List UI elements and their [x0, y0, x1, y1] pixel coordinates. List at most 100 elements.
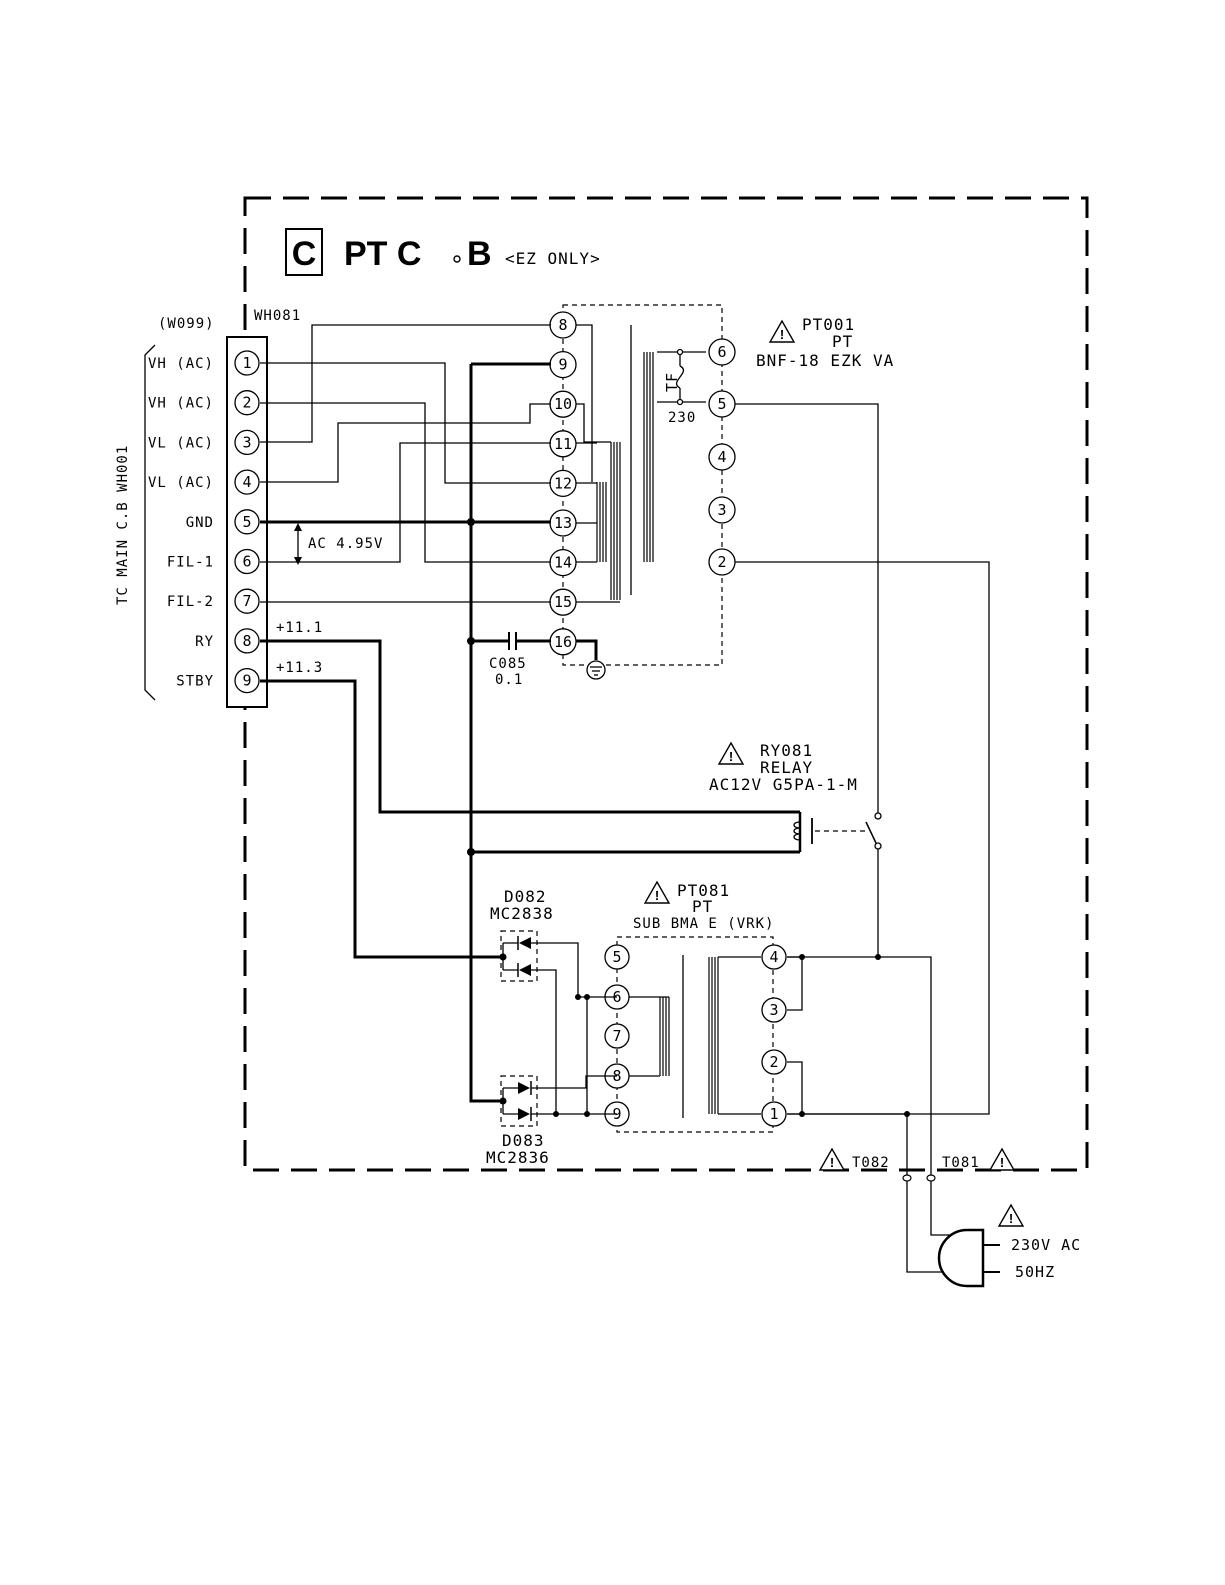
- title-letter-box: [285, 228, 323, 276]
- pt081-primary-winding: [708, 957, 719, 1114]
- pt001-primary-winding: [643, 352, 654, 562]
- pt081-right-pin: 2: [761, 1049, 787, 1075]
- pt081-right-pin: 3: [761, 997, 787, 1023]
- pt001-type: PT: [832, 332, 853, 351]
- pt001-secondary-pin: 9: [549, 350, 577, 379]
- t081-warning-icon: [989, 1148, 1015, 1171]
- pt001-secondary-winding-b: [596, 482, 607, 562]
- d082-node: [499, 953, 507, 961]
- connector-pin: 3 VL (AC): [148, 429, 260, 456]
- pt081-left-pin: 7: [604, 1023, 630, 1049]
- pt001-secondary-pin: 14: [549, 548, 577, 577]
- pt001-pin-number: 4: [717, 448, 726, 466]
- pt001-primary-pin: 3: [708, 496, 736, 524]
- relay-contact-icon: [865, 812, 882, 957]
- title-dot-icon: [453, 255, 461, 263]
- pt081-outline: [616, 936, 774, 1133]
- ry081-type: RELAY: [760, 758, 813, 777]
- d083-node: [499, 1097, 507, 1105]
- pt081-right-pin: 1: [761, 1101, 787, 1127]
- pt081-left-pin: 5: [604, 944, 630, 970]
- mains-voltage: 230V AC: [1011, 1236, 1081, 1254]
- pt081-node-9: [553, 1111, 559, 1117]
- pt001-outline: [562, 304, 723, 666]
- pt001-pin-number: 15: [554, 593, 572, 611]
- ry081-warning-icon: [718, 742, 744, 765]
- ry081-part: AC12V G5PA-1-M: [709, 775, 858, 794]
- connector-pin: 8RY: [195, 628, 260, 654]
- connector-pin-number: 6: [242, 553, 251, 571]
- mains-warning-icon: [998, 1204, 1024, 1227]
- connector-pin-number: 7: [242, 592, 251, 610]
- pt081-primary-taps: [718, 956, 803, 1115]
- connector-pin-number: 2: [242, 394, 251, 412]
- connector-pin-signal: RY: [195, 634, 214, 650]
- ac-voltage-arrow: [294, 523, 302, 565]
- pt001-pin-number: 16: [554, 633, 572, 651]
- pt001-primary-pin: 2: [708, 548, 736, 576]
- connector-pin-signal: VH (AC): [148, 396, 214, 412]
- pt081-type: PT: [692, 897, 713, 916]
- mains-frequency: 50HZ: [1015, 1263, 1055, 1281]
- t082-warning-icon: [819, 1148, 845, 1171]
- pt001-pin-number: 2: [717, 553, 726, 571]
- ry081-ref: RY081: [760, 741, 813, 760]
- connector-pin-number: 9: [242, 672, 251, 690]
- connector-pin-signal: FIL-2: [167, 594, 214, 610]
- connector-pin-signal: VL (AC): [148, 475, 214, 491]
- pt081-node-6b: [584, 994, 590, 1000]
- ac-voltage-label: AC 4.95V: [308, 536, 383, 552]
- ry-voltage-label: +11.1: [276, 620, 323, 636]
- connector-pin-signal: VL (AC): [148, 435, 214, 451]
- d082-part: MC2838: [490, 904, 554, 923]
- pt001-secondary-pin: 15: [549, 588, 577, 616]
- pt001-pin-number: 3: [717, 501, 726, 519]
- d083-part: MC2836: [486, 1148, 550, 1167]
- pt081-pin-number: 1: [769, 1105, 778, 1123]
- pt001-ref: PT001: [802, 315, 855, 334]
- connector-pin: 1VH (AC): [148, 350, 260, 376]
- board-title: PT C: [344, 235, 421, 273]
- pt081-part: SUB BMA E (VRK): [633, 916, 774, 932]
- pt001-warning-icon: [769, 320, 795, 343]
- pt001-pin-number: 10: [554, 395, 572, 413]
- pt001-pin-number: 8: [558, 316, 567, 334]
- connector-ref: WH081: [254, 308, 301, 324]
- connector-pin-signal: GND: [186, 515, 214, 531]
- connector-pin-number: 3: [242, 433, 251, 451]
- board-note: <EZ ONLY>: [505, 249, 601, 268]
- connector-pin: 5 GND: [186, 509, 260, 535]
- c085-ref: C085: [489, 656, 527, 672]
- connector-bracket: [144, 344, 156, 701]
- thermal-fuse-icon: [657, 348, 706, 406]
- connector-pin-number: 5: [242, 513, 251, 531]
- pt001-pin-number: 11: [554, 435, 572, 453]
- ground-icon: [576, 639, 606, 680]
- pt001-pin-number: 14: [554, 554, 572, 572]
- board-outline: [243, 196, 1089, 1172]
- connector-wiring: [260, 324, 800, 1103]
- pt001-primary-pin: 5: [708, 390, 736, 418]
- connector-side-label: TC MAIN C.B WH001: [115, 445, 131, 605]
- pt001-secondary-taps: [576, 324, 620, 603]
- pt001-secondary-pin: 16: [549, 628, 577, 656]
- mains-wiring: [787, 954, 955, 1273]
- pt081-pin-number: 4: [769, 948, 778, 966]
- relay-coil-icon: [793, 812, 866, 852]
- connector-pins: 1VH (AC)2VH (AC)3VL (AC)4VL (AC)5GND6FIL…: [148, 350, 260, 694]
- t082-ref: T082: [852, 1155, 890, 1171]
- pt001-secondary-pin: 8: [549, 311, 577, 339]
- pt081-secondary-winding: [629, 996, 670, 1077]
- pt081-pin-number: 3: [769, 1001, 778, 1019]
- pt001-pin-number: 12: [554, 474, 572, 492]
- d082-diode-icon: [502, 936, 617, 1114]
- pt001-primary-pin: 4: [708, 443, 736, 471]
- d082-ref: D082: [504, 887, 547, 906]
- connector-pin: 2 VH (AC): [148, 390, 260, 416]
- pt081-warning-icon: [644, 881, 670, 904]
- connector-mate-label: (W099): [158, 316, 215, 332]
